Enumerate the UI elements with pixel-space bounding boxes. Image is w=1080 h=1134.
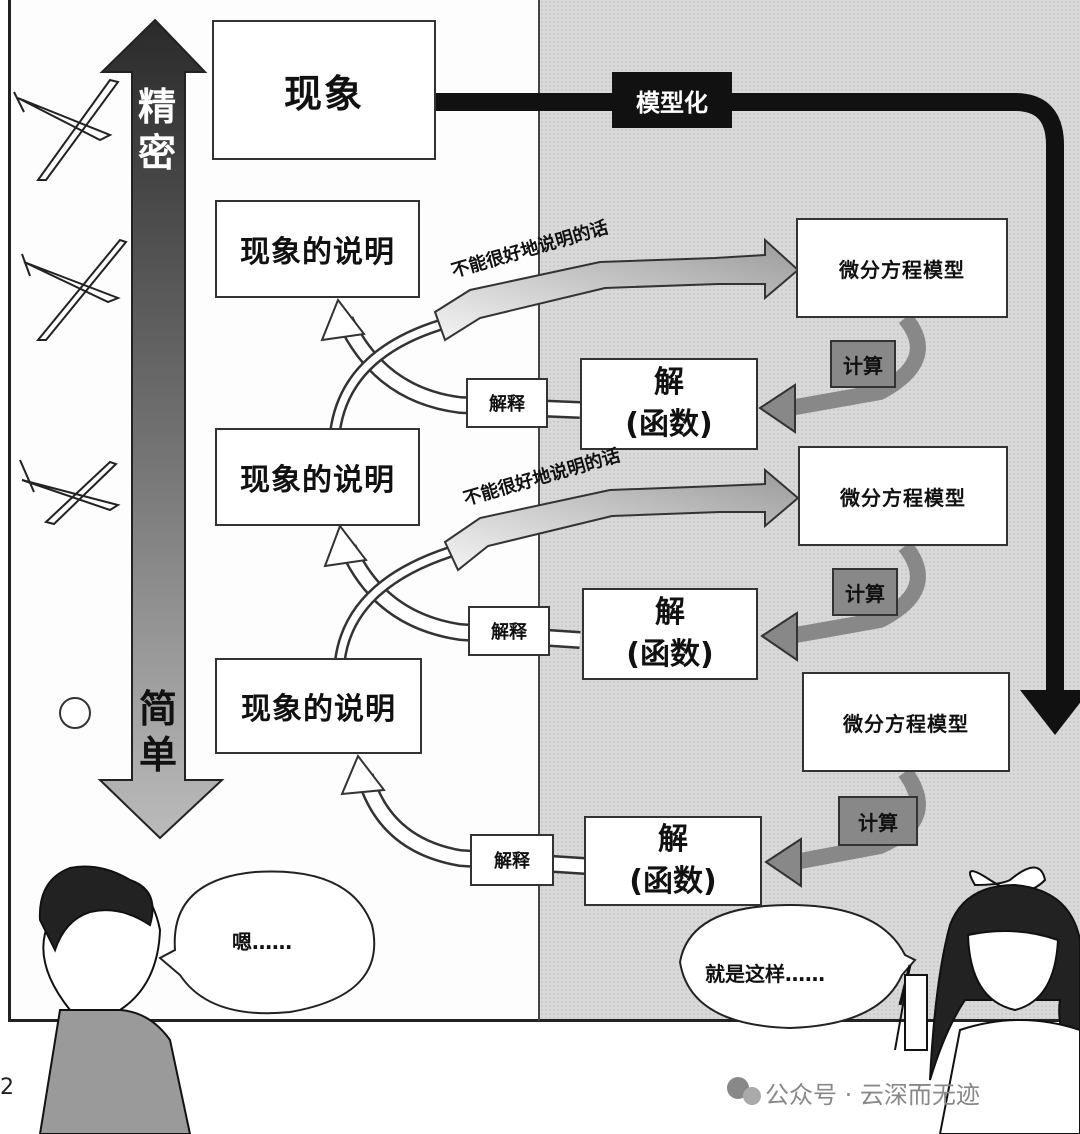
fail-band-arrow bbox=[443, 467, 800, 572]
calc-arrow bbox=[788, 541, 926, 644]
calc-label-1: 计算 bbox=[830, 340, 896, 388]
circle-icon bbox=[59, 697, 91, 729]
fail-band-arrow bbox=[433, 237, 800, 342]
interpret-box-3: 解释 bbox=[470, 834, 554, 886]
wechat-icon bbox=[727, 1077, 761, 1105]
glider-icon bbox=[21, 238, 128, 341]
interpret-box-1: 解释 bbox=[466, 378, 548, 428]
interpret-box-2: 解释 bbox=[468, 606, 550, 656]
model-box-2: 微分方程模型 bbox=[798, 446, 1008, 546]
calc-label-2: 计算 bbox=[832, 568, 898, 616]
boy-speech: 嗯…… bbox=[232, 930, 292, 954]
boy-character bbox=[38, 865, 192, 1134]
girl-character bbox=[894, 866, 1080, 1134]
calc-label-3: 计算 bbox=[838, 796, 918, 846]
phenomenon-label: 现象 bbox=[283, 71, 364, 116]
boy-speech-bubble bbox=[158, 870, 376, 1015]
girl-speech: 就是这样…… bbox=[705, 962, 825, 986]
glider-icon bbox=[19, 459, 121, 526]
page-number: 2 bbox=[0, 1075, 14, 1100]
model-box-3: 微分方程模型 bbox=[802, 672, 1010, 772]
scale-arrow bbox=[97, 18, 225, 840]
phenomenon-box: 现象 bbox=[212, 20, 436, 160]
glider-icon bbox=[13, 78, 120, 181]
model-box-1: 微分方程模型 bbox=[796, 218, 1008, 318]
modeling-path bbox=[435, 93, 1064, 700]
modeling-arrowhead bbox=[1020, 690, 1080, 735]
solution-box-2: 解 (函数) bbox=[582, 588, 758, 680]
modeling-label: 模型化 bbox=[612, 72, 732, 128]
solution-box-1: 解 (函数) bbox=[580, 358, 758, 450]
explanation-box-2: 现象的说明 bbox=[215, 428, 420, 526]
solution-box-3: 解 (函数) bbox=[584, 816, 762, 906]
scale-top-label: 精密 bbox=[137, 85, 176, 175]
calc-arrow bbox=[788, 312, 926, 416]
watermark: 公众号 · 云深而无迹 bbox=[765, 1081, 980, 1109]
explanation-box-3: 现象的说明 bbox=[215, 658, 422, 754]
explanation-box-1: 现象的说明 bbox=[215, 200, 420, 298]
scale-bottom-label: 简单 bbox=[138, 687, 177, 777]
girl-speech-bubble bbox=[678, 903, 917, 1030]
